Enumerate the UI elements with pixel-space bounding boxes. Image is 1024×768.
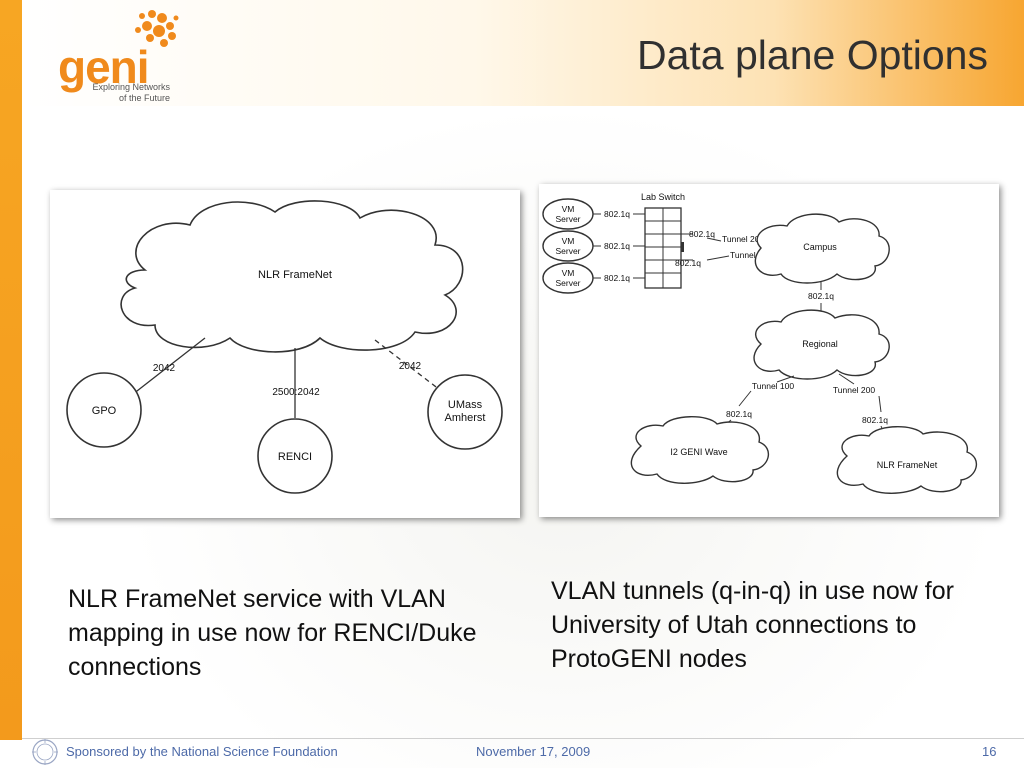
nlr-framenet-cloud (120, 200, 464, 353)
nlr-framenet-diagram: NLR FrameNet 2042 2500:2042 2042 GPO REN… (50, 190, 520, 518)
page-number: 16 (982, 744, 997, 759)
node-umass-label-line1: UMass (448, 399, 483, 411)
nlr-dot1q-label: 802.1q (862, 415, 888, 425)
nlr-cloud-label: NLR FrameNet (258, 269, 332, 281)
link-label-umass: 2042 (399, 361, 422, 372)
node-umass-label-line2: Amherst (445, 412, 486, 424)
logo-wordmark: geni (58, 41, 150, 93)
switch-dot1q-lower: 802.1q (675, 258, 701, 268)
left-accent-bar (0, 0, 22, 740)
vm-server-1-label-b: Server (555, 214, 580, 224)
vm-server-3-label-a: VM (562, 268, 575, 278)
nlr-framenet-small-cloud (836, 426, 978, 494)
vm-server-3-label-b: Server (555, 278, 580, 288)
tunnel-200-top-label: Tunnel 200 (722, 234, 764, 244)
vm3-dot1q-label: 802.1q (604, 273, 630, 283)
header-band (22, 0, 1024, 106)
node-gpo-label: GPO (92, 405, 117, 417)
regional-cloud (753, 309, 890, 380)
right-caption: VLAN tunnels (q-in-q) in use now for Uni… (551, 577, 954, 673)
vlan-tunnel-diagram: Lab Switch VM Server VM Server VM Server (539, 184, 999, 517)
nlr-framenet-small-label: NLR FrameNet (877, 460, 938, 470)
geni-logo-dots-icon (135, 10, 179, 47)
i2-geni-wave-label: I2 GENI Wave (670, 447, 727, 457)
vm-server-2-label-b: Server (555, 246, 580, 256)
footer-divider (22, 738, 1024, 739)
vm-server-2-label-a: VM (562, 236, 575, 246)
switch-port-marker (681, 242, 684, 252)
link-gpo (127, 337, 206, 399)
link-label-renci: 2500:2042 (272, 387, 320, 398)
left-caption: NLR FrameNet service with VLAN mapping i… (68, 585, 477, 681)
vm2-dot1q-label: 802.1q (604, 241, 630, 251)
switch-dot1q-upper: 802.1q (689, 229, 715, 239)
slide-title: Data plane Options (636, 32, 988, 78)
lab-switch-label: Lab Switch (641, 192, 685, 202)
link-label-gpo: 2042 (153, 363, 176, 374)
tunnel-100-top-label: Tunnel 100 (730, 250, 772, 260)
campus-label: Campus (803, 242, 837, 252)
regional-label: Regional (802, 339, 838, 349)
campus-cloud (754, 213, 890, 284)
link-umass (374, 339, 441, 391)
tunnel-200-bottom-label: Tunnel 200 (833, 385, 875, 395)
vm-server-1-label-a: VM (562, 204, 575, 214)
node-gpo (66, 372, 142, 448)
nsf-seal-icon (32, 739, 58, 765)
i2-geni-wave-cloud (630, 416, 770, 484)
footer-date: November 17, 2009 (476, 744, 591, 759)
logo-tagline: Exploring Networks of the Future (92, 82, 170, 103)
tunnel-100-bottom-label: Tunnel 100 (752, 381, 794, 391)
node-renci-label: RENCI (278, 451, 312, 463)
vm1-dot1q-label: 802.1q (604, 209, 630, 219)
node-renci (257, 418, 333, 494)
node-umass (427, 374, 503, 450)
footer-sponsor: Sponsored by the National Science Founda… (66, 744, 338, 759)
campus-regional-dot1q: 802.1q (808, 291, 834, 301)
i2-dot1q-label: 802.1q (726, 409, 752, 419)
